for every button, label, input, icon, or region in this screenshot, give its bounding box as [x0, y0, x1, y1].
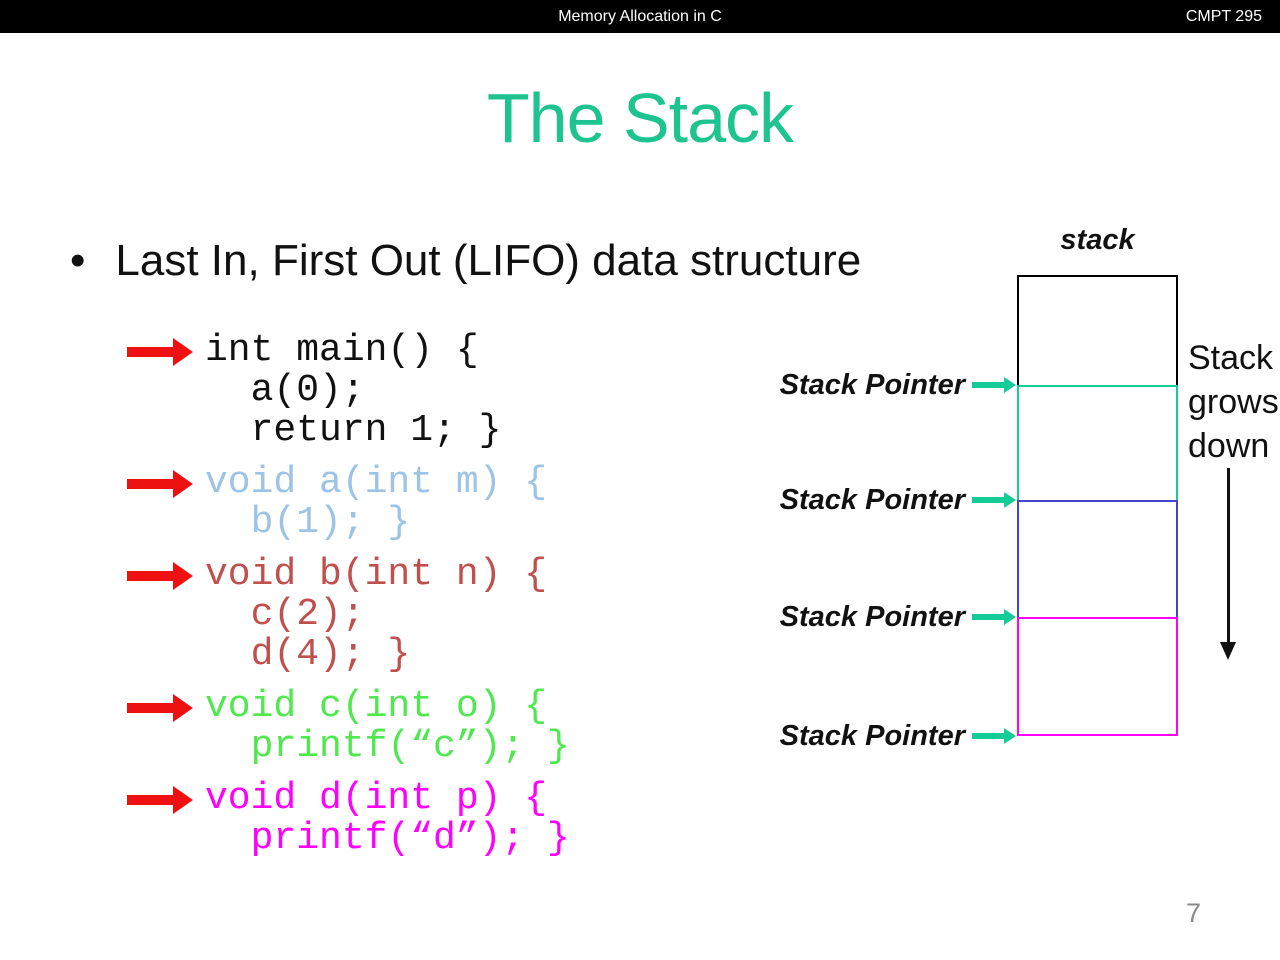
red-arrow-icon: [127, 562, 193, 590]
slide-title: The Stack: [486, 79, 794, 157]
stack-pointer-label: Stack Pointer: [779, 601, 965, 633]
stack-diagram-label: stack: [1060, 224, 1135, 256]
stack-frame-b: [1017, 500, 1178, 617]
code-line: a(0);: [205, 369, 365, 412]
bullet-item: • Last In, First Out (LIFO) data structu…: [70, 236, 861, 286]
grows-line-2: grows: [1188, 383, 1279, 421]
grows-line-3: down: [1188, 427, 1270, 465]
stack-frame-cd: [1017, 617, 1178, 736]
stack-pointer-label: Stack Pointer: [779, 720, 965, 752]
stack-pointer-arrow-icon: [972, 728, 1016, 744]
bullet-text: Last In, First Out (LIFO) data structure: [115, 236, 862, 285]
code-block-b: void b(int n) { c(2); d(4); }: [127, 553, 570, 676]
code-block-main: int main() { a(0); return 1; }: [127, 329, 570, 452]
red-arrow-icon: [127, 470, 193, 498]
stack-pointer-row: Stack Pointer: [750, 601, 1016, 633]
red-arrow-icon: [127, 338, 193, 366]
stack-frame-a: [1017, 385, 1178, 500]
stack-pointer-row: Stack Pointer: [750, 369, 1016, 401]
stack-grows-note: Stack grows down: [1188, 336, 1279, 468]
code-line: void d(int p) {: [205, 777, 548, 820]
stack-pointer-row: Stack Pointer: [750, 720, 1016, 752]
code-block-a: void a(int m) { b(1); }: [127, 461, 570, 544]
code-line: d(4); }: [205, 633, 411, 676]
red-arrow-icon: [127, 694, 193, 722]
red-arrow-icon: [127, 786, 193, 814]
code-line: return 1; }: [205, 409, 502, 452]
code-line: c(2);: [205, 593, 365, 636]
stack-diagram: [1017, 275, 1178, 736]
code-line: void b(int n) {: [205, 553, 548, 596]
bullet-dot: •: [70, 236, 86, 285]
page-number: 7: [1186, 898, 1202, 928]
grows-down-arrow-icon: [1220, 468, 1237, 660]
stack-pointer-label: Stack Pointer: [779, 484, 965, 516]
code-line: void c(int o) {: [205, 685, 548, 728]
stack-pointer-label: Stack Pointer: [779, 369, 965, 401]
code-line: void a(int m) {: [205, 461, 548, 504]
code-line: printf(“d”); }: [205, 817, 570, 860]
stack-pointer-row: Stack Pointer: [750, 484, 1016, 516]
code-line: printf(“c”); }: [205, 725, 570, 768]
stack-pointer-arrow-icon: [972, 609, 1016, 625]
stack-frame-top: [1017, 275, 1178, 385]
code-line: int main() {: [205, 329, 479, 372]
grows-line-1: Stack: [1188, 339, 1274, 377]
code-column: int main() { a(0); return 1; } void a(int…: [127, 329, 570, 871]
header-course-code: CMPT 295: [1185, 7, 1262, 25]
code-block-c: void c(int o) { printf(“c”); }: [127, 685, 570, 768]
header-title: Memory Allocation in C: [558, 7, 722, 25]
code-line: b(1); }: [205, 501, 411, 544]
code-block-d: void d(int p) { printf(“d”); }: [127, 777, 570, 860]
stack-pointer-arrow-icon: [972, 377, 1016, 393]
stack-pointer-arrow-icon: [972, 492, 1016, 508]
header-bar: Memory Allocation in C CMPT 295: [0, 0, 1280, 33]
